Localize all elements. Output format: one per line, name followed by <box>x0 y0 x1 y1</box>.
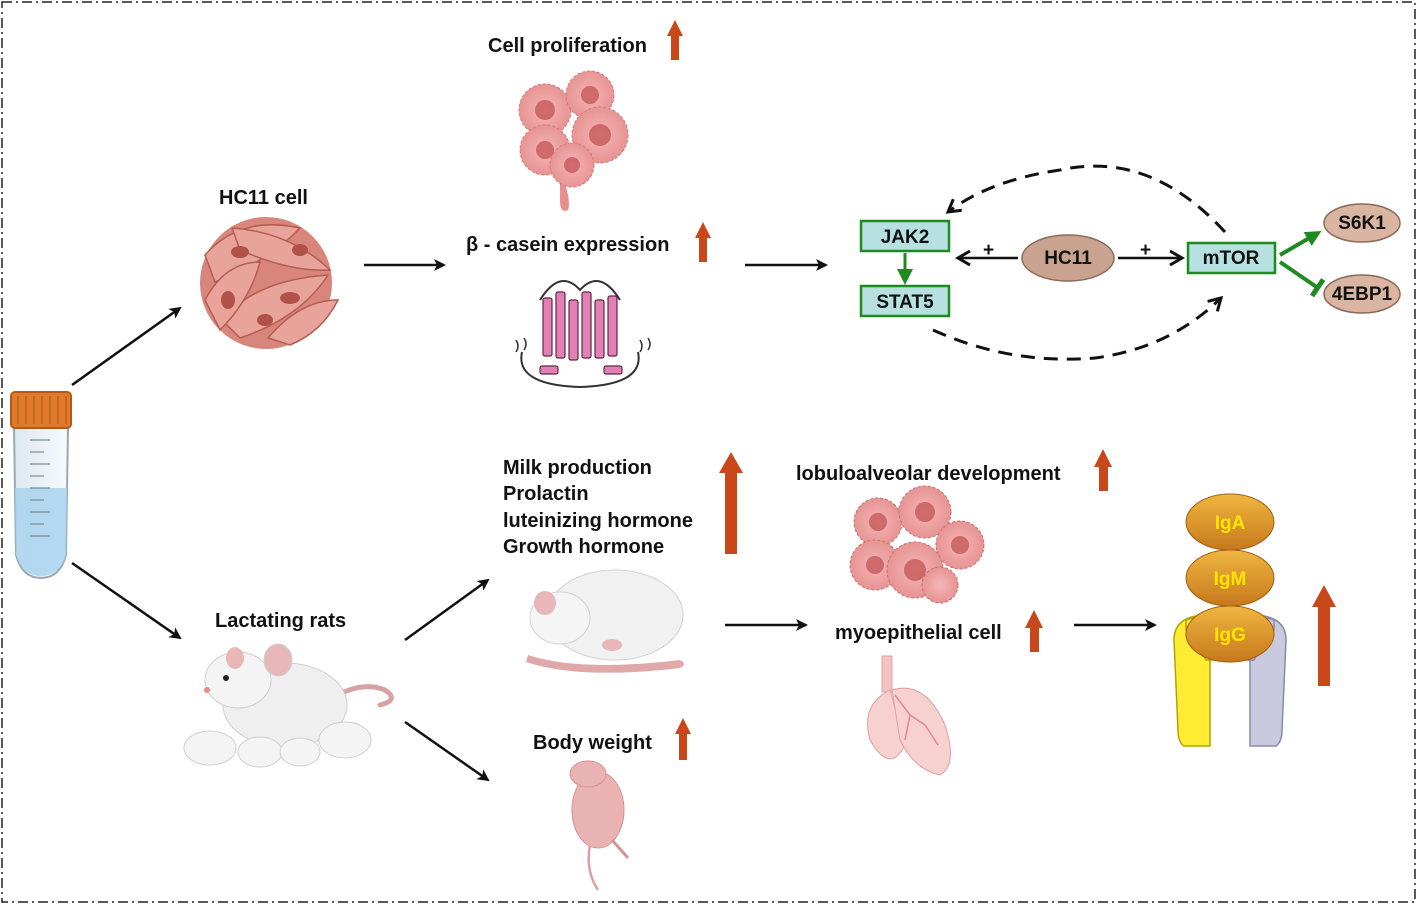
iga-label: IgA <box>1215 513 1246 534</box>
mammary-gland-icon <box>867 655 951 776</box>
hc11-cell-cluster-icon <box>200 217 340 349</box>
up-arrow-hormones-icon <box>719 452 743 554</box>
hc11-cell-label: HC11 cell <box>219 187 308 209</box>
plus-left-label: + <box>983 240 994 261</box>
arrow-rats-to-milk <box>404 578 490 642</box>
up-arrow-casein-icon <box>695 222 711 262</box>
hc11-node-label: HC11 <box>1044 248 1092 269</box>
plus-right-label: + <box>1140 240 1151 261</box>
feedback-mtor-to-jak2 <box>948 164 1227 234</box>
myoepithelial-label: myoepithelial cell <box>835 622 1002 644</box>
cell-proliferation-label: Cell proliferation <box>488 35 647 57</box>
alveolar-tissue-icon <box>849 485 985 604</box>
igg-label: IgG <box>1214 625 1246 646</box>
mtor-node: mTOR <box>1186 241 1277 275</box>
proliferating-cells-icon <box>518 70 629 211</box>
antibody-icon: IgA IgM IgG <box>1173 493 1287 747</box>
inhibit-mtor-to-4ebp1 <box>1278 260 1326 298</box>
jak2-label: JAK2 <box>881 227 930 248</box>
stat5-node: STAT5 <box>859 284 951 318</box>
4ebp1-node: 4EBP1 <box>1323 274 1401 314</box>
stat5-label: STAT5 <box>876 292 934 313</box>
jak2-node: JAK2 <box>859 219 951 253</box>
body-weight-label: Body weight <box>533 732 652 754</box>
up-arrow-lobuloalveolar-icon <box>1094 449 1112 491</box>
arrow-tube-to-hc11 <box>71 306 182 387</box>
up-arrow-antibody-icon <box>1312 585 1336 686</box>
arrow-rats-to-bodyweight <box>404 720 490 782</box>
mother-rat-with-pups-icon <box>183 643 394 768</box>
luteinizing-hormone-label: luteinizing hormone <box>503 510 693 532</box>
s6k1-node: S6K1 <box>1323 203 1401 243</box>
igm-label: IgM <box>1214 569 1247 590</box>
4ebp1-label: 4EBP1 <box>1332 284 1393 305</box>
up-arrow-myoepithelial-icon <box>1025 610 1043 652</box>
lactating-rat-icon <box>526 569 684 673</box>
mtor-label: mTOR <box>1203 248 1260 269</box>
lobuloalveolar-label: lobuloalveolar development <box>796 463 1061 485</box>
prolactin-label: Prolactin <box>503 483 589 505</box>
beta-casein-label: β - casein expression <box>466 234 669 256</box>
s6k1-label: S6K1 <box>1338 213 1386 234</box>
up-arrow-proliferation-icon <box>667 20 683 60</box>
casein-protein-icon <box>515 280 651 389</box>
up-arrow-bodyweight-icon <box>675 718 691 760</box>
falcon-tube-icon <box>10 391 72 580</box>
growth-hormone-label: Growth hormone <box>503 536 664 558</box>
hc11-node: HC11 <box>1021 234 1115 282</box>
feedback-stat5-to-mtor <box>932 298 1221 361</box>
milk-production-label: Milk production <box>503 457 652 479</box>
arrow-mtor-to-s6k1 <box>1278 230 1322 257</box>
rat-pup-icon <box>569 760 630 891</box>
lactating-rats-label: Lactating rats <box>215 610 346 632</box>
arrow-tube-to-rats <box>71 561 182 640</box>
